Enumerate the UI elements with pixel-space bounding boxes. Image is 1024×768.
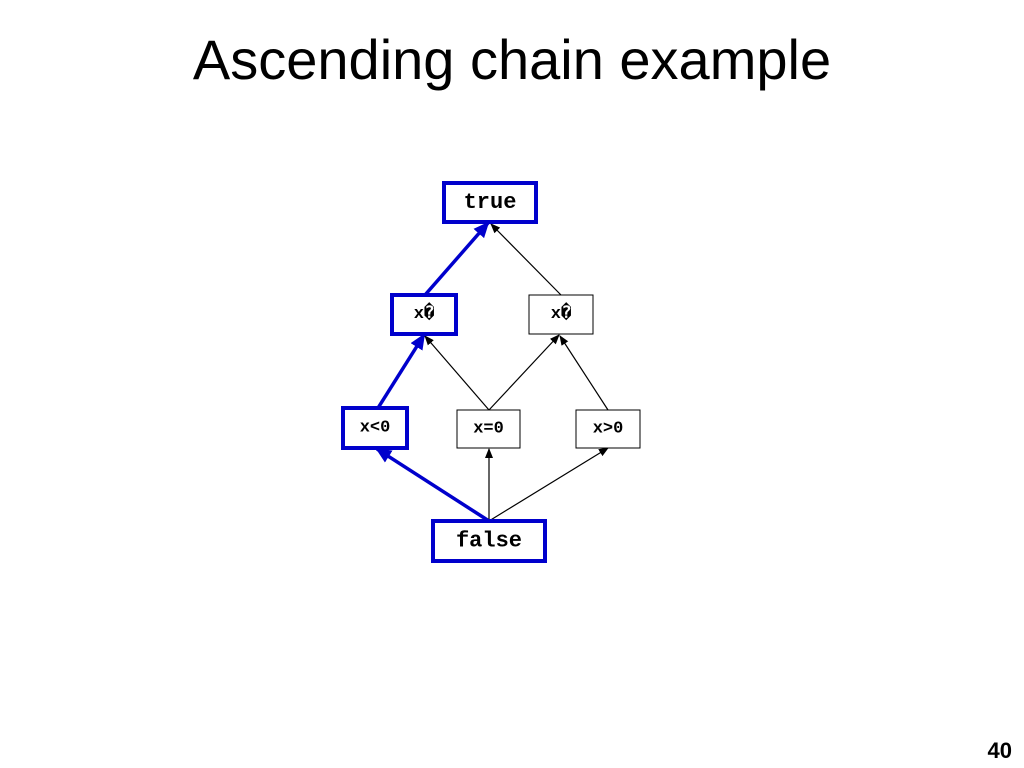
- edge-x-ge-0-to-true: [490, 223, 562, 296]
- node-label: false: [456, 529, 522, 554]
- node-label: x�: [551, 302, 571, 324]
- node-x-lt-0: x<0: [341, 406, 409, 450]
- node-label: x�: [414, 302, 434, 324]
- edge-x-le-0-to-true: [423, 221, 490, 297]
- node-box: [442, 181, 538, 224]
- node-label: x=0: [473, 420, 504, 439]
- node-box: [341, 406, 409, 450]
- node-box: [390, 293, 458, 336]
- node-label: true: [464, 190, 517, 215]
- node-x-gt-0: x>0: [575, 409, 641, 449]
- slide-title: Ascending chain example: [192, 28, 832, 91]
- edge-false-to-x-lt-0: [375, 447, 490, 523]
- node-x-ge-0: x�: [528, 294, 594, 335]
- node-box: [575, 409, 641, 449]
- edge-x-gt-0-to-x-ge-0: [559, 335, 609, 411]
- node-x-le-0: x�: [390, 293, 458, 336]
- node-false: false: [431, 519, 547, 563]
- node-box: [528, 294, 594, 335]
- edge-x-eq-0-to-x-ge-0: [488, 334, 560, 411]
- node-label: x>0: [593, 420, 624, 439]
- page-number: 40: [987, 738, 1012, 763]
- node-label: x<0: [360, 419, 391, 438]
- node-box: [431, 519, 547, 563]
- edge-x-eq-0-to-x-le-0: [424, 335, 490, 411]
- edge-x-lt-0-to-x-le-0: [376, 333, 426, 409]
- lattice-nodes: true x� x� x<0 x=0 x>0 false: [341, 181, 641, 563]
- node-x-eq-0: x=0: [456, 409, 521, 449]
- edge-false-to-x-gt-0: [488, 447, 609, 522]
- lattice-edges: [375, 221, 609, 523]
- node-box: [456, 409, 521, 449]
- node-true: true: [442, 181, 538, 224]
